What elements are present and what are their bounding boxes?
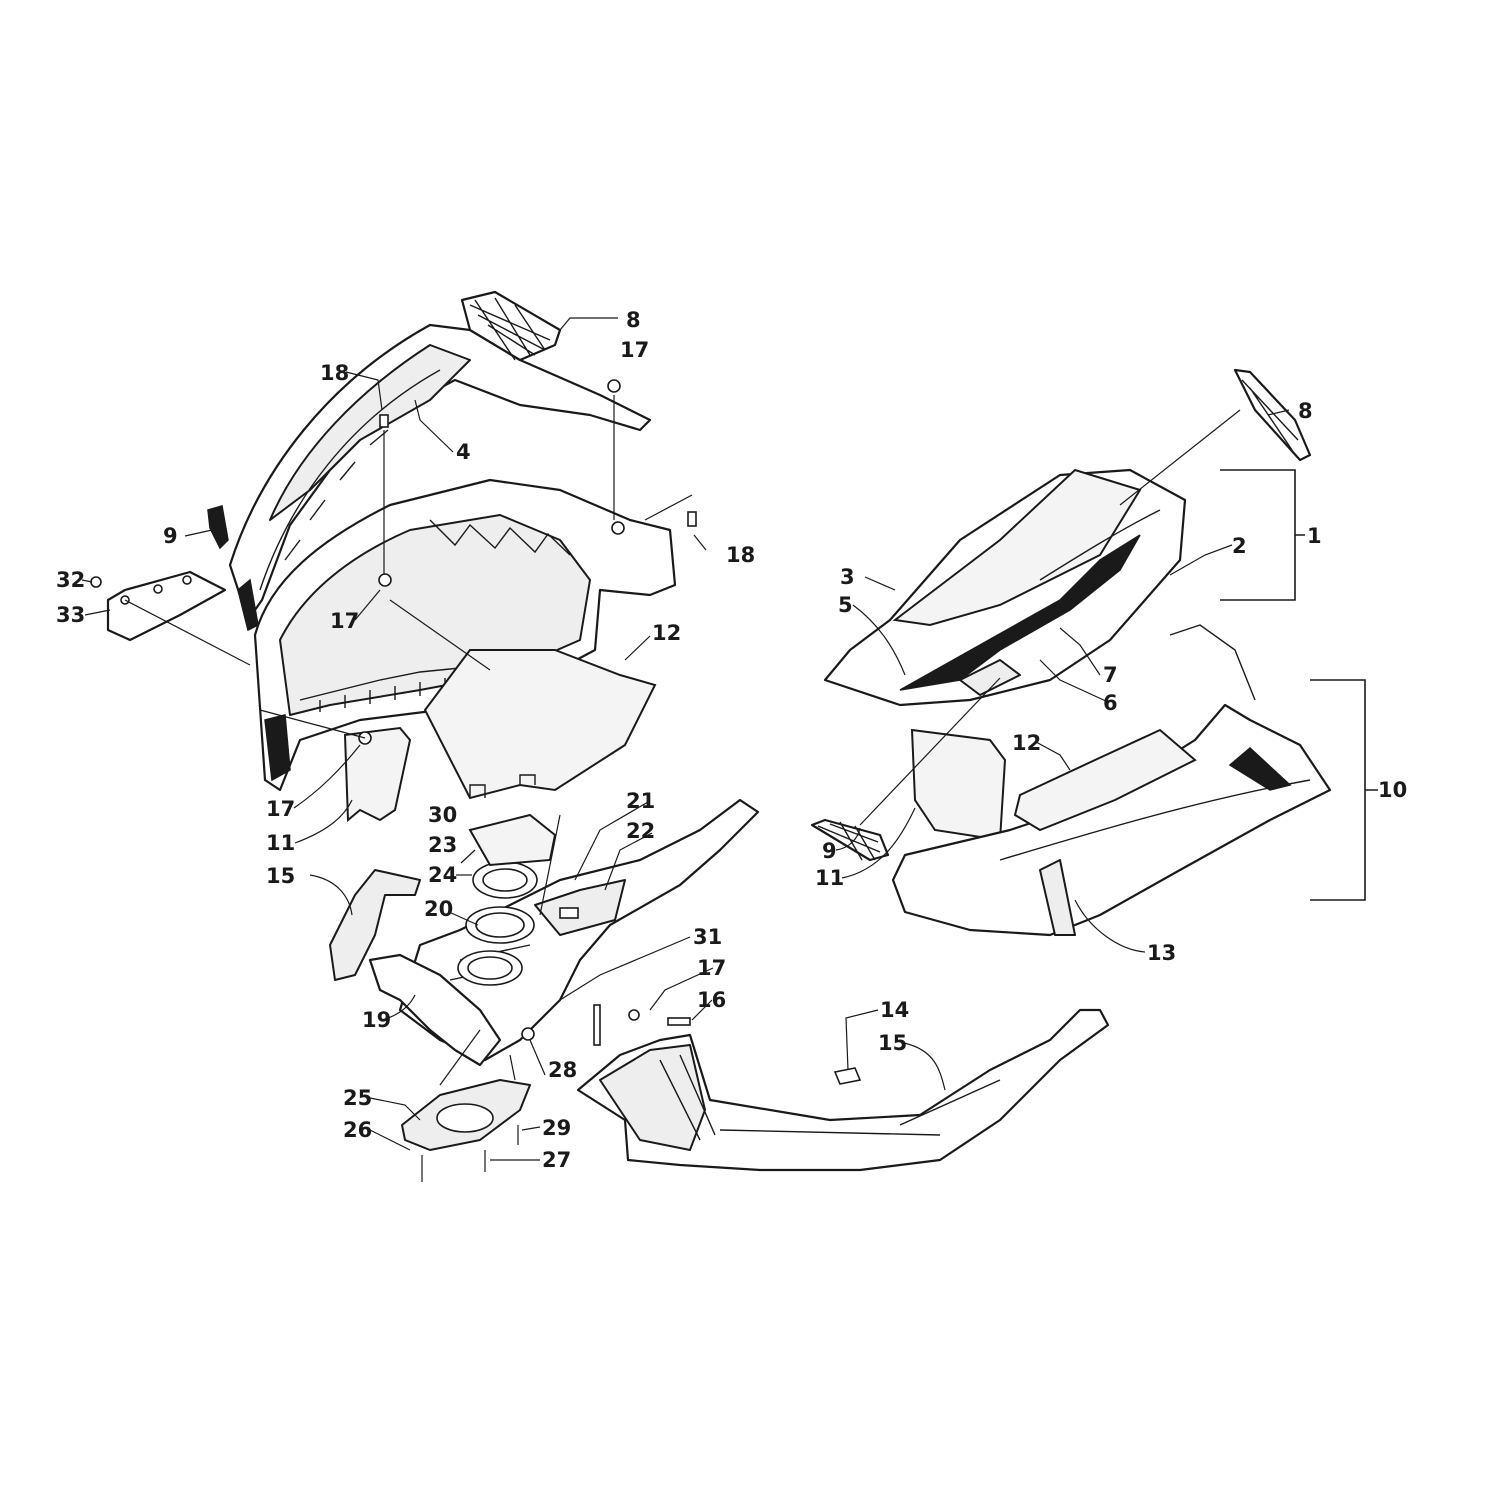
upper-hood-panel xyxy=(228,323,652,632)
callout-11-left: 11 xyxy=(266,831,295,855)
callout-29: 29 xyxy=(542,1116,571,1140)
callout-24: 24 xyxy=(428,863,457,887)
callout-6: 6 xyxy=(1103,691,1118,715)
callout-33: 33 xyxy=(56,603,85,627)
foam-30 xyxy=(468,813,557,867)
hardware-left xyxy=(358,379,697,745)
lower-hood-body xyxy=(253,478,677,792)
callout-22: 22 xyxy=(626,819,655,843)
lower-plate-25 xyxy=(401,1079,531,1151)
callout-5: 5 xyxy=(838,593,853,617)
callout-21: 21 xyxy=(626,789,655,813)
gaskets xyxy=(457,861,538,986)
clip-9-left xyxy=(207,505,229,550)
bracket-assembly-10 xyxy=(1310,679,1378,901)
vent-grille-9-right xyxy=(810,818,890,862)
callout-17-bottom: 17 xyxy=(697,956,726,980)
duct-19-20 xyxy=(368,953,502,1067)
callout-9-right: 9 xyxy=(822,839,837,863)
callout-18-left: 18 xyxy=(320,361,349,385)
callout-4: 4 xyxy=(456,440,471,464)
long-skid xyxy=(576,1008,1110,1172)
callout-11-right: 11 xyxy=(815,866,844,890)
callout-2: 2 xyxy=(1232,534,1247,558)
callout-labels: 1 2 3 4 5 6 7 8 8 9 9 10 11 11 12 12 13 … xyxy=(56,308,1407,1172)
callout-23: 23 xyxy=(428,833,457,857)
callout-16: 16 xyxy=(697,988,726,1012)
callout-17-left: 17 xyxy=(266,797,295,821)
callout-26: 26 xyxy=(343,1118,372,1142)
side-panel-upper xyxy=(823,468,1187,707)
callout-30: 30 xyxy=(428,803,457,827)
callout-12-right: 12 xyxy=(1012,731,1041,755)
callout-18-right: 18 xyxy=(726,543,755,567)
callout-15-right: 15 xyxy=(878,1031,907,1055)
callout-32: 32 xyxy=(56,568,85,592)
hardware-center xyxy=(421,1004,691,1182)
callout-19: 19 xyxy=(362,1008,391,1032)
callout-15-left: 15 xyxy=(266,864,295,888)
callout-12-left: 12 xyxy=(652,621,681,645)
callout-28: 28 xyxy=(548,1058,577,1082)
vent-grille-right xyxy=(1233,368,1312,462)
callout-7: 7 xyxy=(1103,663,1118,687)
callout-14: 14 xyxy=(880,998,909,1022)
side-panel-lower xyxy=(891,624,1332,937)
screw-32 xyxy=(90,576,102,588)
callout-8-left: 8 xyxy=(626,308,641,332)
callout-27: 27 xyxy=(542,1148,571,1172)
callout-17-top: 17 xyxy=(620,338,649,362)
callout-10: 10 xyxy=(1378,778,1407,802)
callout-25: 25 xyxy=(343,1086,372,1110)
callout-31: 31 xyxy=(693,925,722,949)
vent-grille-left xyxy=(460,290,562,362)
callout-8-right: 8 xyxy=(1298,399,1313,423)
bracket-15-left xyxy=(329,869,421,981)
foam-11-right xyxy=(910,728,1007,842)
callout-3: 3 xyxy=(840,565,855,589)
bracket-assembly-1 xyxy=(1220,469,1305,601)
foam-11-left xyxy=(343,726,412,823)
callout-20: 20 xyxy=(424,897,453,921)
callout-9-left: 9 xyxy=(163,524,178,548)
callout-13: 13 xyxy=(1147,941,1176,965)
callout-17-mid: 17 xyxy=(330,609,359,633)
callout-1: 1 xyxy=(1307,524,1322,548)
leader-lines xyxy=(81,317,1290,1161)
side-deflector xyxy=(106,570,227,642)
foam-12-left xyxy=(423,649,657,800)
